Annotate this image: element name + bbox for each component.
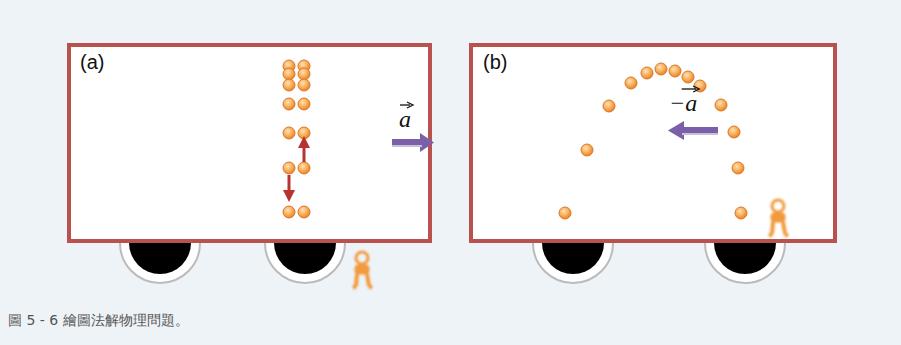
- vector-arrow-shaft: [682, 88, 697, 89]
- vector-symbol: −a: [669, 91, 697, 115]
- cart-body: [471, 45, 835, 241]
- panel-tag: (b): [483, 52, 507, 72]
- vector-symbol: a: [399, 107, 411, 131]
- vector-arrow-head: [693, 86, 699, 92]
- vector-arrow: [669, 84, 703, 94]
- panel-tag: (a): [80, 52, 104, 72]
- vector-arrow-head: [407, 102, 413, 108]
- pseudo-acceleration-arrow: [668, 121, 718, 140]
- acceleration-arrow: [392, 133, 434, 152]
- ball-parabola: [559, 63, 747, 219]
- vector-arrow: [399, 100, 417, 110]
- figure-caption: 圖 5 - 6 繪圖法解物理問題。: [8, 313, 189, 327]
- velocity-arrow: [288, 175, 291, 196]
- vector-arrow-shaft: [400, 104, 410, 105]
- ball-column: [283, 60, 310, 218]
- observer-figure: [769, 200, 788, 236]
- wheels: [120, 243, 785, 283]
- cart-body: [69, 45, 430, 241]
- velocity-arrow: [303, 142, 306, 162]
- observer-figure: [353, 252, 372, 288]
